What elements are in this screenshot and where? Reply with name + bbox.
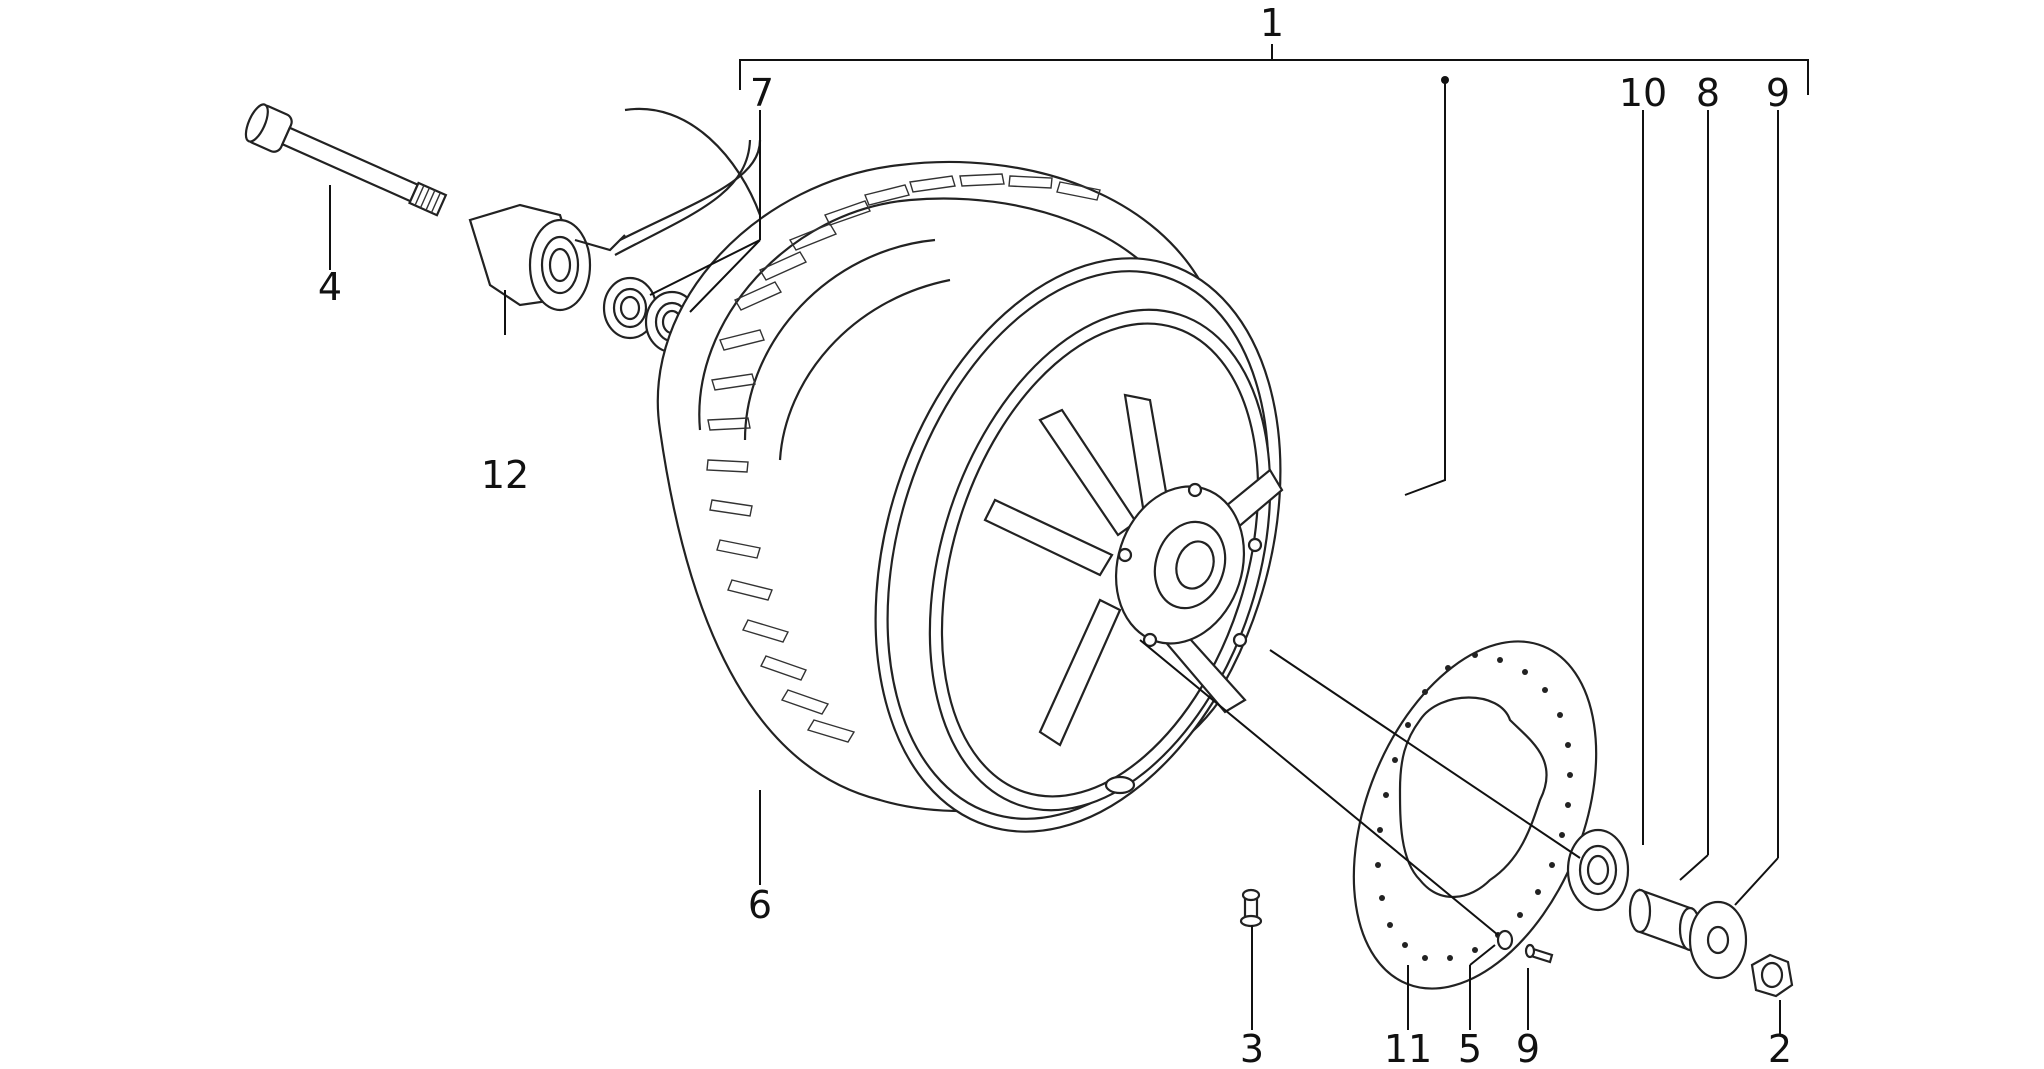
callout-12: 12 xyxy=(481,453,529,497)
callout-7: 7 xyxy=(750,71,774,115)
callout-8: 8 xyxy=(1696,71,1720,115)
callout-labels: 1 7 10 8 9 4 12 6 3 11 5 9 2 xyxy=(318,1,1792,1069)
callout-5: 5 xyxy=(1458,1027,1482,1069)
callout-6: 6 xyxy=(748,883,772,927)
callout-2: 2 xyxy=(1768,1027,1792,1069)
callout-1: 1 xyxy=(1260,1,1284,45)
axle-shaft xyxy=(244,103,448,217)
callout-3: 3 xyxy=(1240,1027,1264,1069)
assembly-bracket xyxy=(739,44,1809,95)
callout-10: 10 xyxy=(1619,71,1667,115)
brake-disc xyxy=(1352,640,1598,990)
tire-valve xyxy=(1239,888,1263,928)
wheel-rim xyxy=(874,257,1284,833)
washer-right xyxy=(1688,900,1748,980)
bearing-right xyxy=(1566,828,1630,912)
disc-screw xyxy=(1496,929,1554,964)
callout-4: 4 xyxy=(318,265,342,309)
callout-9-top: 9 xyxy=(1766,71,1790,115)
axle-nut xyxy=(1750,953,1794,998)
callout-11: 11 xyxy=(1384,1027,1432,1069)
speedometer-drive xyxy=(468,107,762,312)
callout-9-bottom: 9 xyxy=(1516,1027,1540,1069)
leader-lines xyxy=(329,76,1781,1035)
